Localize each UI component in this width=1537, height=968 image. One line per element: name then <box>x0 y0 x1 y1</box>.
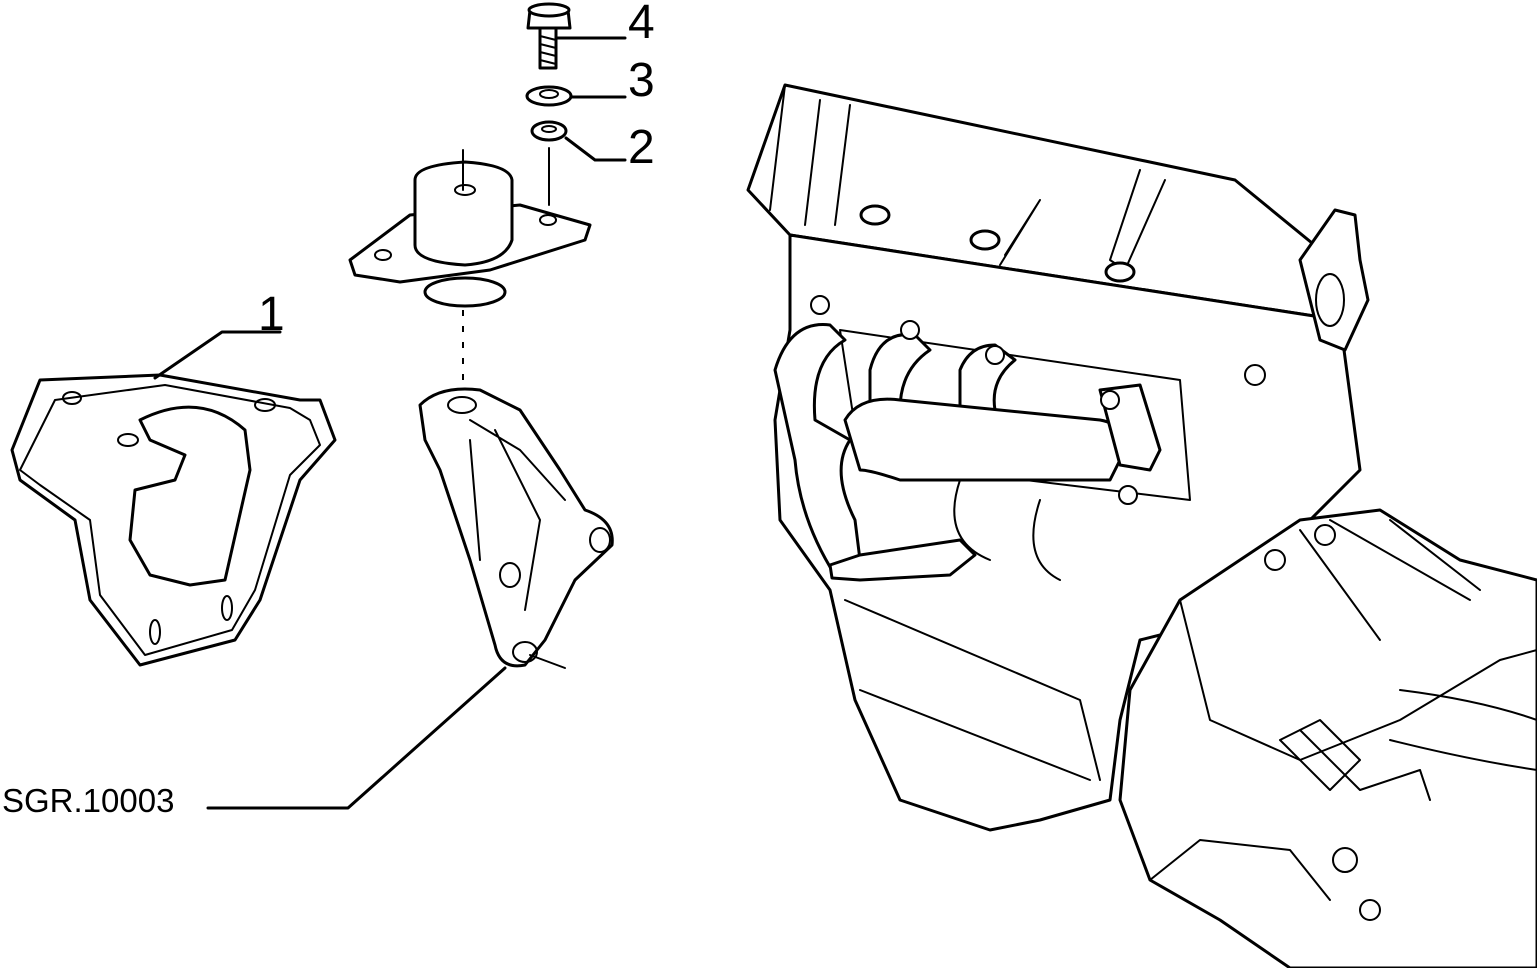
engine-gearbox-assembly <box>746 83 1537 968</box>
fastener-stack <box>525 2 573 206</box>
leader-lines <box>153 36 627 810</box>
callout-4: 4 <box>628 0 655 49</box>
callout-1: 1 <box>258 288 285 341</box>
part-1-heat-shield-plate <box>10 373 337 667</box>
rubber-engine-mount <box>348 149 592 308</box>
cast-support-bracket <box>418 387 614 669</box>
reference-code: SGR.10003 <box>2 782 174 819</box>
callout-3: 3 <box>628 54 655 107</box>
callout-2: 2 <box>628 121 655 174</box>
